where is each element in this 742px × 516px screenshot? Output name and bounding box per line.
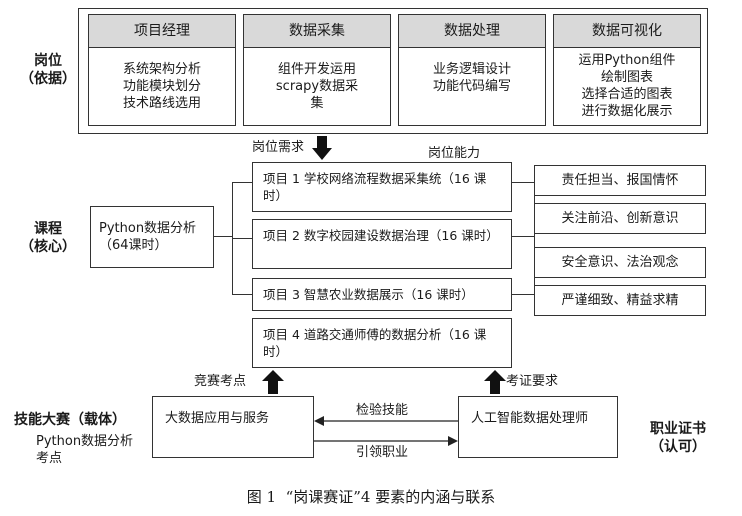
role-duty: 绘制图表 [600,70,653,85]
certificate-label-line2: （认可） [650,439,706,455]
certificate-label-line1: 职业证书 [650,421,706,437]
certificate-box-text: 人工智能数据处理师 [471,411,589,426]
verify-skills-label: 检验技能 [356,403,409,418]
role-duty: 技术路线选用 [122,95,201,111]
role-duty: 运用Python组件 [578,53,676,68]
positions-label-line2: （依据） [20,71,76,87]
ability-text: 责任担当、报国情怀 [561,173,679,188]
ability-box: 关注前沿、创新意识 [534,203,706,234]
up-arrow-icon [484,370,506,394]
role-title: 数据采集 [244,15,390,48]
left-arrow-icon [314,416,458,426]
connector [214,236,232,237]
course-main-box: Python数据分析（64课时） [90,206,214,268]
role-duty: 集 [310,95,324,111]
demand-label: 岗位需求 [252,140,305,155]
connector [232,294,252,295]
role-title: 项目经理 [89,15,235,48]
role-card-pm: 项目经理 系统架构分析 功能模块划分 技术路线选用 [88,14,236,126]
role-duties: 组件开发运用 scrapy数据采 集 [244,47,390,125]
ability-label: 岗位能力 [428,146,481,161]
project-box: 项目 1 学校网络流程数据采集统（16 课时） [252,162,512,212]
role-duty: scrapy数据采 [275,78,359,94]
connector [512,182,534,183]
project-text: 项目 4 道路交通师傅的数据分析（16 课时） [263,327,487,359]
role-duties: 系统架构分析 功能模块划分 技术路线选用 [89,47,235,125]
competition-sub-line: 考点 [36,451,63,466]
role-duties: 运用Python组件 绘制图表 选择合适的图表 进行数据化展示 [554,47,700,125]
role-duty: 功能代码编写 [432,79,511,94]
role-title: 数据处理 [399,15,545,48]
role-card-processing: 数据处理 业务逻辑设计 功能代码编写 [398,14,546,126]
connector [232,182,252,183]
role-title: 数据可视化 [554,15,700,48]
cert-requirements-label: 考证要求 [506,374,559,389]
course-main-text: Python数据分析（64课时） [99,221,197,253]
role-duty: 功能模块划分 [122,78,201,94]
project-text: 项目 1 学校网络流程数据采集统（16 课时） [263,171,487,203]
connector [512,294,534,295]
right-arrow-icon [314,436,458,446]
project-box: 项目 4 道路交通师傅的数据分析（16 课时） [252,318,512,368]
guide-career-label: 引领职业 [356,445,409,460]
competition-box-text: 大数据应用与服务 [165,411,270,426]
role-card-collection: 数据采集 组件开发运用 scrapy数据采 集 [243,14,391,126]
certificate-label: 职业证书 （认可） [628,420,728,456]
role-duty: 系统架构分析 [122,61,201,77]
project-text: 项目 3 智慧农业数据展示（16 课时） [263,287,474,302]
down-arrow-icon [312,136,332,160]
positions-label: 岗位 （依据） [16,52,80,88]
role-duty: 业务逻辑设计 [432,62,511,77]
connector [534,182,535,301]
ability-box: 安全意识、法治观念 [534,247,706,278]
project-box: 项目 2 数字校园建设数据治理（16 课时） [252,219,512,269]
course-label: 课程 （核心） [16,220,80,256]
role-duties: 业务逻辑设计 功能代码编写 [399,47,545,125]
ability-box: 严谨细致、精益求精 [534,285,706,316]
connector [512,236,534,237]
role-card-visualization: 数据可视化 运用Python组件 绘制图表 选择合适的图表 进行数据化展示 [553,14,701,126]
ability-text: 安全意识、法治观念 [561,255,679,270]
project-box: 项目 3 智慧农业数据展示（16 课时） [252,278,512,311]
competition-sub-line: Python数据分析 [36,434,134,449]
competition-box: 大数据应用与服务 [152,396,314,458]
ability-text: 关注前沿、创新意识 [561,211,679,226]
competition-points-label: 竞赛考点 [194,374,247,389]
project-text: 项目 2 数字校园建设数据治理（16 课时） [263,228,499,243]
role-duty: 进行数据化展示 [581,104,673,119]
competition-sub: Python数据分析 考点 [36,433,133,467]
course-label-line1: 课程 [34,221,62,237]
connector [232,238,252,239]
role-duty: 选择合适的图表 [581,87,673,102]
up-arrow-icon [262,370,284,394]
figure-caption: 图 1 “岗课赛证”4 要素的内涵与联系 [246,488,496,506]
positions-label-line1: 岗位 [34,53,62,69]
role-duty: 组件开发运用 [277,61,356,77]
course-label-line2: （核心） [20,239,76,255]
competition-label: 技能大赛（载体） [14,412,126,428]
ability-box: 责任担当、报国情怀 [534,165,706,196]
certificate-box: 人工智能数据处理师 [458,396,618,458]
ability-text: 严谨细致、精益求精 [561,293,679,308]
